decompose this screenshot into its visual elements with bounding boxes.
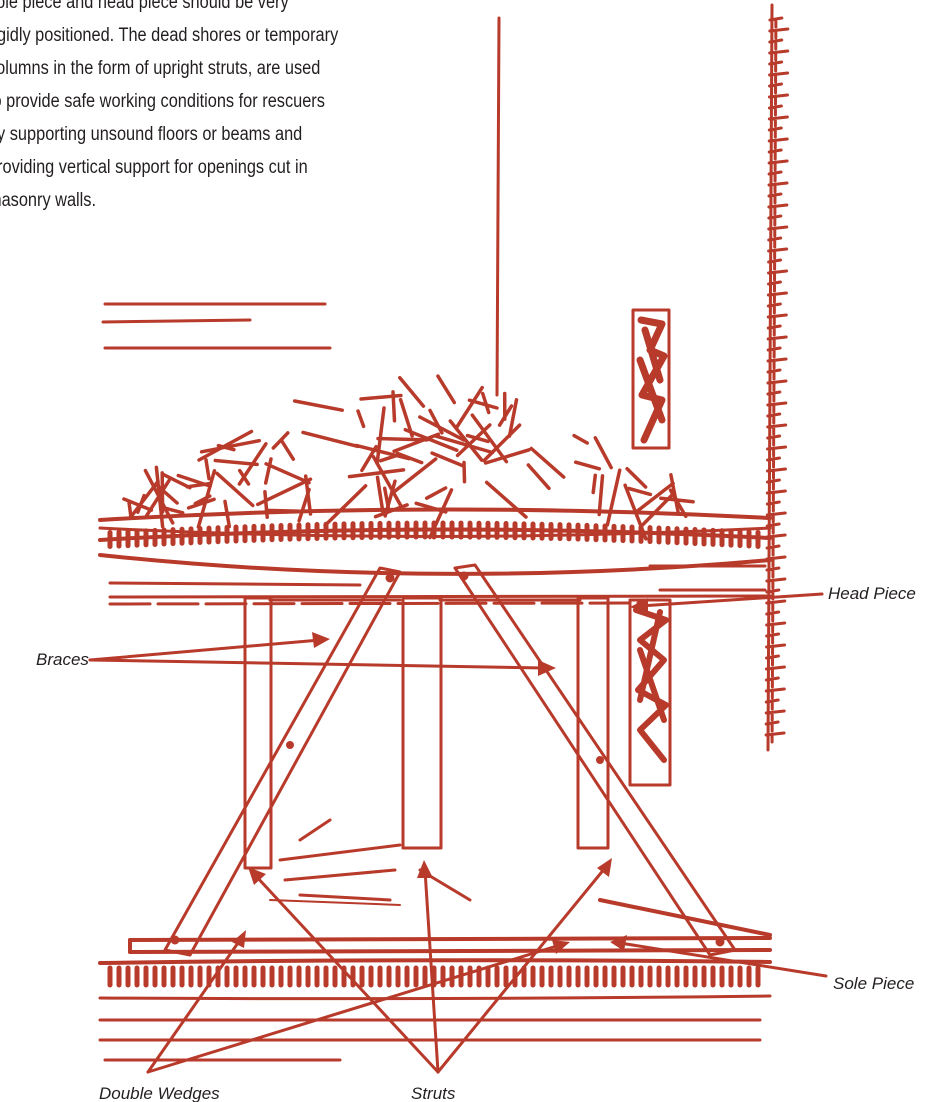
sole-piece	[130, 900, 770, 952]
struts	[245, 598, 608, 868]
upper-window	[633, 310, 669, 448]
double-wedges-label: Double Wedges	[99, 1084, 220, 1102]
struts-label: Struts	[411, 1084, 455, 1102]
leader-lines	[90, 594, 826, 1072]
braces	[165, 565, 735, 955]
lower-window	[630, 600, 670, 785]
sole-piece-label: Sole Piece	[833, 974, 914, 994]
corner-line	[497, 18, 499, 395]
head-piece-label: Head Piece	[828, 584, 916, 604]
braces-label: Braces	[36, 650, 89, 670]
brick-wall	[766, 5, 788, 750]
